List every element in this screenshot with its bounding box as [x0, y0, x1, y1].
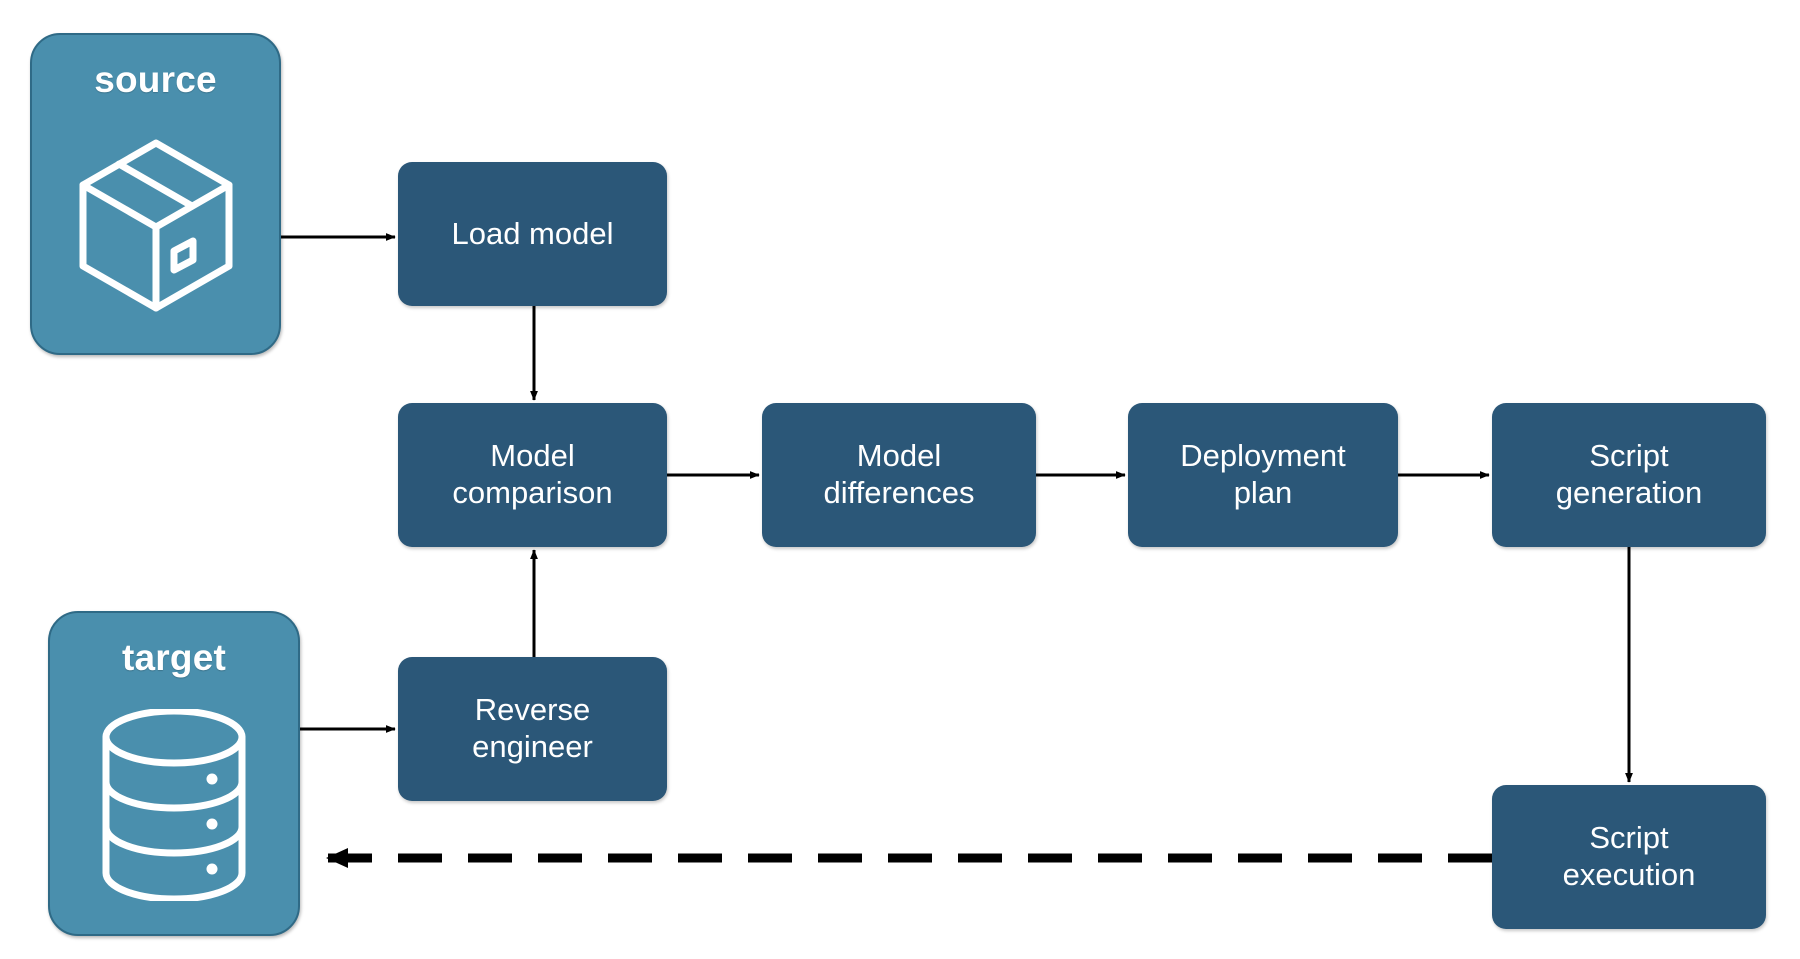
process-model-comparison-label: Model comparison	[452, 438, 613, 510]
source-label: source	[94, 59, 217, 100]
database-cylinder-icon	[50, 676, 298, 934]
process-load-model-label: Load model	[451, 215, 614, 251]
process-reverse-engineer[interactable]: Reverse engineer	[398, 657, 667, 801]
process-script-generation-label: Script generation	[1555, 438, 1703, 510]
target-endpoint-card[interactable]: target	[48, 611, 300, 936]
process-script-execution[interactable]: Script execution	[1492, 785, 1766, 929]
process-model-comparison[interactable]: Model comparison	[398, 403, 667, 547]
process-load-model[interactable]: Load model	[398, 162, 667, 306]
process-reverse-engineer-label: Reverse engineer	[472, 692, 593, 764]
process-script-execution-label: Script execution	[1562, 820, 1696, 892]
process-model-differences-label: Model differences	[823, 438, 975, 510]
process-model-differences[interactable]: Model differences	[762, 403, 1036, 547]
source-endpoint-card[interactable]: source	[30, 33, 281, 355]
process-script-generation[interactable]: Script generation	[1492, 403, 1766, 547]
process-deployment-plan-label: Deployment plan	[1180, 438, 1346, 510]
process-deployment-plan[interactable]: Deployment plan	[1128, 403, 1398, 547]
package-box-icon	[32, 98, 279, 353]
target-label: target	[122, 637, 226, 678]
